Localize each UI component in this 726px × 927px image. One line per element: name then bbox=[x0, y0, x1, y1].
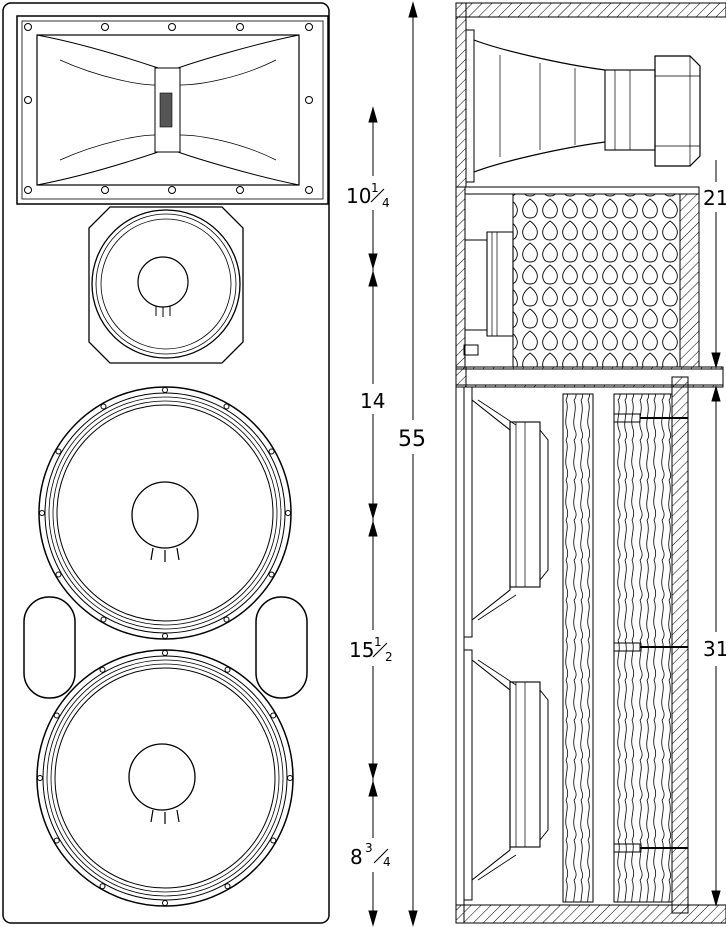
screw-icon bbox=[168, 186, 176, 194]
dimension-lines bbox=[340, 1, 432, 927]
side-dimension-lines bbox=[702, 160, 726, 907]
port-left bbox=[23, 596, 76, 699]
screw-icon bbox=[236, 186, 244, 194]
screw-icon bbox=[268, 448, 275, 455]
screw-icon bbox=[100, 403, 107, 410]
dim-label-3-num: 1 bbox=[374, 635, 382, 649]
screw-icon bbox=[162, 387, 168, 393]
screw-icon bbox=[236, 23, 244, 31]
dimension-labels: 10 1 4 14 15 1 2 8 3 4 55 bbox=[346, 181, 426, 869]
screw-icon bbox=[224, 883, 231, 890]
woofer-side-lower bbox=[471, 659, 549, 881]
dim-label-3-den: 2 bbox=[385, 650, 393, 664]
screw-icon bbox=[37, 775, 43, 781]
woofer-lower bbox=[36, 649, 294, 907]
mounting-bolts bbox=[613, 413, 688, 853]
screw-icon bbox=[99, 883, 106, 890]
dim-label-2: 14 bbox=[360, 389, 385, 413]
screw-icon bbox=[270, 837, 277, 844]
screw-icon bbox=[285, 510, 291, 516]
dim-label-3-whole: 15 bbox=[349, 638, 374, 662]
screw-icon bbox=[55, 448, 62, 455]
screw-icon bbox=[39, 510, 45, 516]
screw-icon bbox=[287, 775, 293, 781]
screw-icon bbox=[162, 650, 168, 656]
side-upper-height-label: 21 bbox=[703, 186, 726, 210]
screw-icon bbox=[270, 712, 277, 719]
screw-icon bbox=[305, 23, 313, 31]
screw-icon bbox=[168, 23, 176, 31]
horn-side bbox=[466, 29, 701, 183]
front-view bbox=[2, 2, 330, 924]
screw-icon bbox=[224, 666, 231, 673]
front-baffle bbox=[2, 2, 330, 924]
screw-icon bbox=[162, 633, 168, 639]
side-lower-height-label: 31 bbox=[703, 637, 726, 661]
dim-label-4-den: 4 bbox=[383, 855, 391, 869]
screw-icon bbox=[268, 571, 275, 578]
horn-front bbox=[16, 15, 329, 205]
midrange-side bbox=[463, 231, 514, 356]
dim-label-4-whole: 8 bbox=[350, 845, 363, 869]
screw-icon bbox=[223, 403, 230, 410]
screw-icon bbox=[101, 23, 109, 31]
dim-label-1-whole: 10 bbox=[346, 184, 371, 208]
screw-icon bbox=[53, 837, 60, 844]
screw-icon bbox=[101, 186, 109, 194]
dim-label-1-den: 4 bbox=[382, 196, 390, 210]
screw-icon bbox=[24, 186, 32, 194]
dim-label-1-num: 1 bbox=[371, 181, 379, 195]
side-view bbox=[455, 2, 726, 924]
midrange-driver bbox=[88, 206, 244, 364]
overall-height-label: 55 bbox=[398, 427, 426, 452]
screw-icon bbox=[24, 96, 32, 104]
dim-label-4-num: 3 bbox=[365, 841, 373, 855]
screw-icon bbox=[99, 666, 106, 673]
screw-icon bbox=[24, 23, 32, 31]
screw-icon bbox=[223, 616, 230, 623]
woofer-upper bbox=[38, 386, 292, 640]
screw-icon bbox=[305, 96, 313, 104]
screw-icon bbox=[55, 571, 62, 578]
woofer-side-upper bbox=[471, 399, 549, 621]
screw-icon bbox=[100, 616, 107, 623]
screw-icon bbox=[53, 712, 60, 719]
port-right bbox=[255, 596, 308, 699]
screw-icon bbox=[305, 186, 313, 194]
screw-icon bbox=[162, 900, 168, 906]
